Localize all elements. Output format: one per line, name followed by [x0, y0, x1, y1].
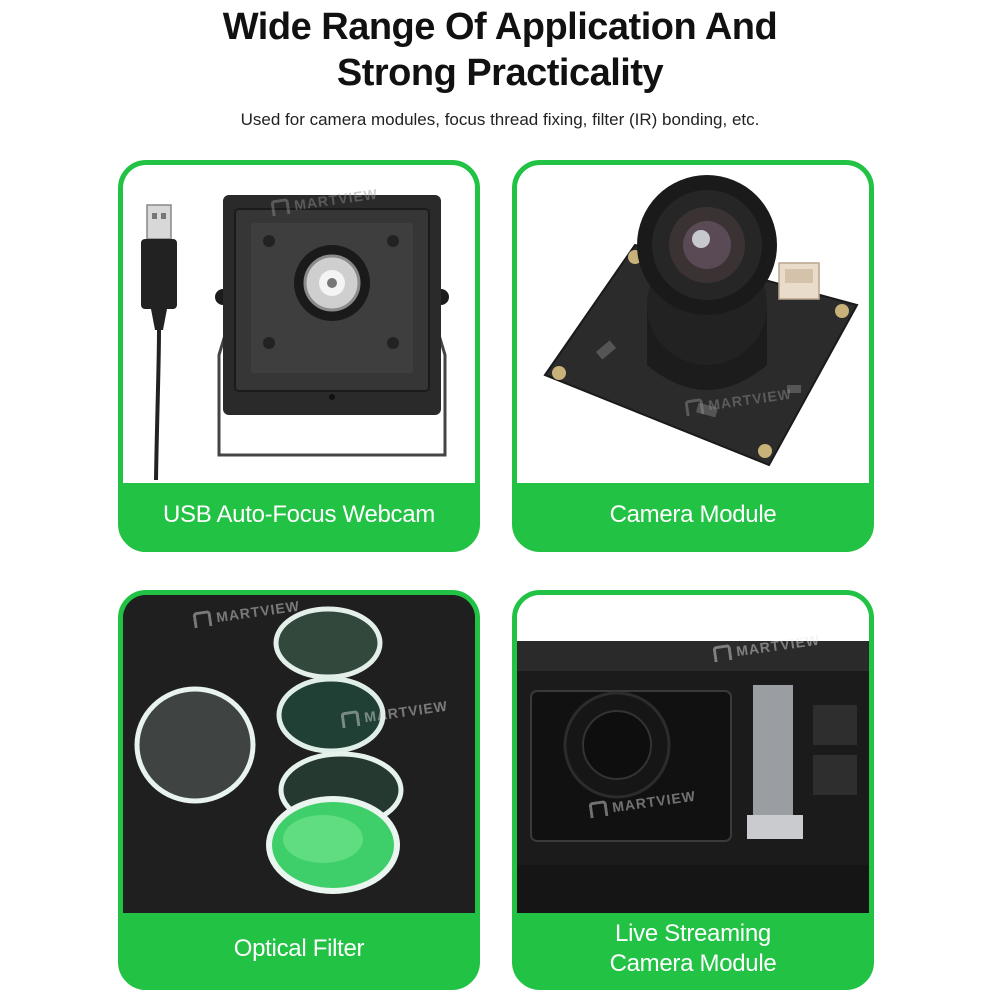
card-label-line-2: Camera Module	[609, 950, 777, 977]
usb-webcam-illustration	[141, 195, 449, 481]
card-label: Live Streaming Camera Module	[517, 913, 869, 985]
title-line-2: Strong Practicality	[336, 52, 664, 94]
card-optical-filter: MARTVIEW MARTVIEW Optical Filter	[118, 590, 480, 990]
martview-logo-icon	[588, 800, 609, 819]
martview-logo-icon	[340, 710, 361, 729]
phone-camera-illustration	[517, 595, 869, 913]
card-label: Optical Filter	[233, 935, 365, 962]
page-title: Wide Range Of Application And Strong Pra…	[0, 4, 1000, 96]
martview-logo-icon	[684, 398, 705, 417]
martview-logo-icon	[192, 610, 213, 629]
card-label: USB Auto-Focus Webcam	[162, 501, 436, 528]
title-line-1: Wide Range Of Application And	[222, 6, 778, 48]
card-live-streaming: MARTVIEW MARTVIEW Live Streaming Camera …	[512, 590, 874, 990]
live-streaming-image: MARTVIEW MARTVIEW	[517, 595, 869, 913]
page-subtitle: Used for camera modules, focus thread fi…	[240, 110, 760, 129]
camera-module-image: MARTVIEW	[517, 165, 869, 483]
camera-module-illustration	[543, 175, 859, 467]
card-usb-webcam: MARTVIEW USB Auto-Focus Webcam	[118, 160, 480, 552]
card-label: Camera Module	[609, 501, 777, 528]
optical-filter-illustration	[123, 595, 475, 913]
card-label-line-1: Live Streaming	[615, 920, 771, 947]
usb-webcam-image: MARTVIEW	[123, 165, 475, 483]
optical-filter-image: MARTVIEW MARTVIEW	[123, 595, 475, 913]
card-camera-module: MARTVIEW Camera Module	[512, 160, 874, 552]
martview-logo-icon	[270, 198, 291, 217]
martview-logo-icon	[712, 644, 733, 663]
